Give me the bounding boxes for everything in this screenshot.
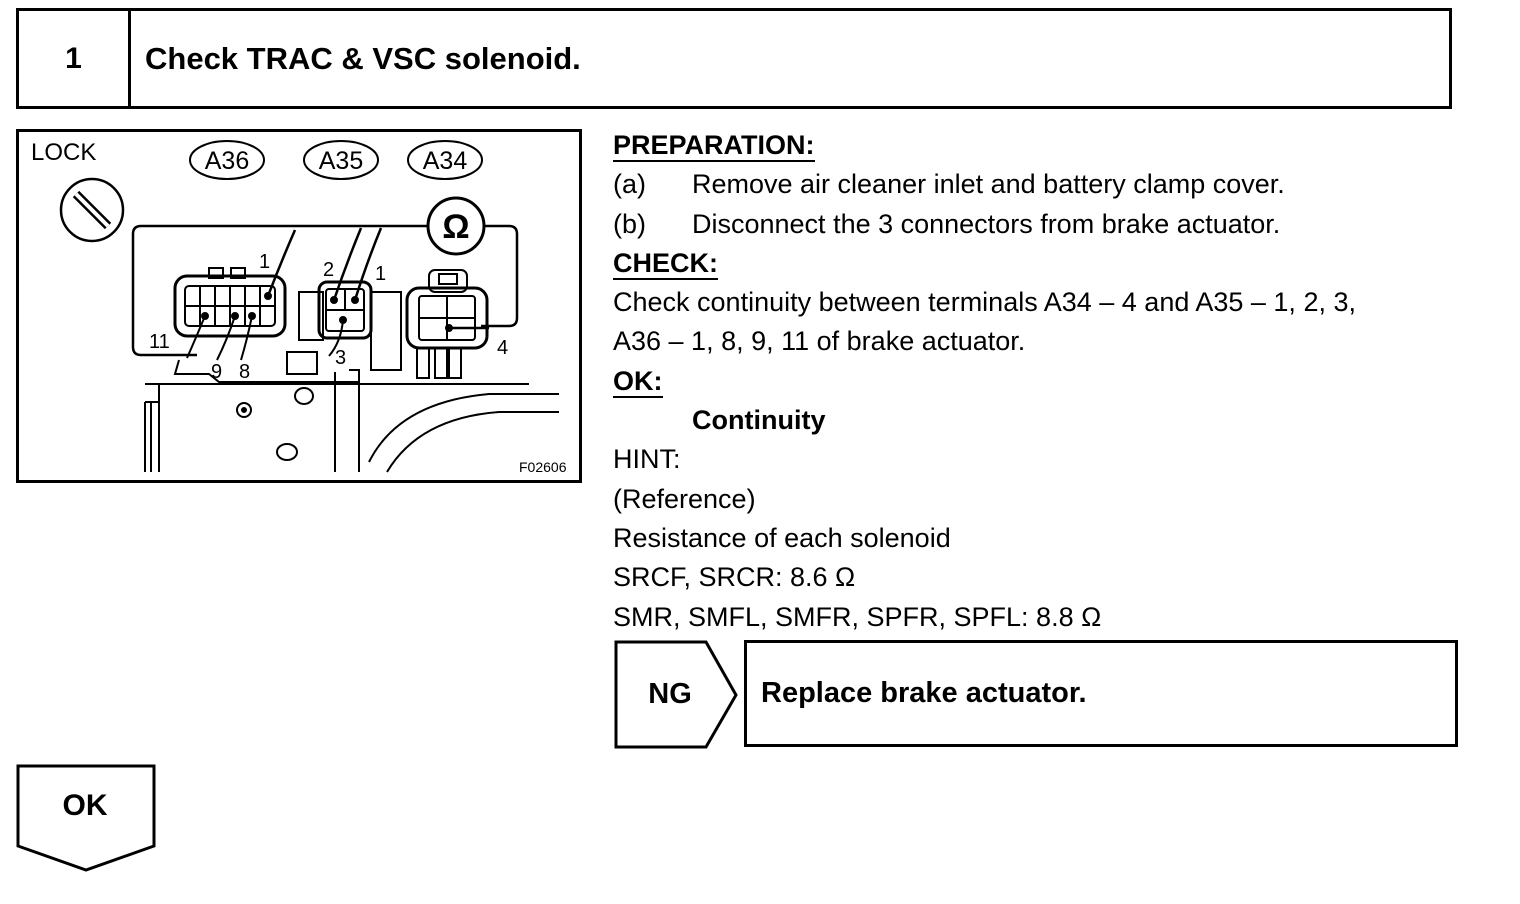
ok-result-label: OK [62, 789, 108, 822]
hint-line: SMR, SMFL, SMFR, SPFR, SPFL: 8.8 Ω [613, 601, 1102, 632]
ng-label: NG [648, 677, 692, 710]
ng-arrow-icon [614, 640, 738, 749]
ohmmeter-icon: Ω [426, 196, 486, 256]
step-number: 1 [19, 11, 131, 106]
ok-arrow-icon [16, 764, 156, 872]
instructions: PREPARATION: (a)Remove air cleaner inlet… [613, 126, 1493, 637]
connector-label-a36: A36 [189, 140, 265, 180]
pin-label: 2 [323, 259, 334, 281]
figure-code: F02606 [519, 459, 567, 475]
lock-label: LOCK [31, 139, 96, 166]
hint-label: HINT: [613, 444, 681, 475]
check-heading: CHECK: [613, 247, 718, 280]
lock-icon [59, 177, 125, 243]
ok-value: Continuity [692, 405, 826, 436]
preparation-heading: PREPARATION: [613, 130, 815, 162]
connector-label-a34: A34 [407, 140, 483, 180]
pin-label: 9 [211, 361, 222, 383]
svg-text:A36: A36 [205, 147, 249, 175]
pin-label: 1 [259, 251, 270, 273]
connector-a35 [317, 280, 373, 340]
connector-a36 [173, 267, 287, 338]
hint-line: Resistance of each solenoid [613, 522, 951, 553]
prep-step: (a)Remove air cleaner inlet and battery … [613, 169, 1285, 200]
svg-text:A35: A35 [319, 147, 363, 175]
step-header: 1 Check TRAC & VSC solenoid. [16, 8, 1452, 109]
connector-a34 [405, 269, 489, 350]
connector-illustration: LOCK A36 A35 A34 Ω [16, 129, 582, 483]
svg-text:Ω: Ω [442, 208, 469, 246]
pin-label: 3 [335, 347, 346, 369]
prep-step: (b)Disconnect the 3 connectors from brak… [613, 208, 1281, 239]
check-line: A36 – 1, 8, 9, 11 of brake actuator. [613, 326, 1026, 357]
ng-action: Replace brake actuator. [744, 640, 1458, 747]
step-title: Check TRAC & VSC solenoid. [145, 40, 581, 76]
check-line: Check continuity between terminals A34 –… [613, 287, 1356, 318]
pin-label: 1 [375, 263, 386, 285]
connector-label-a35: A35 [303, 140, 379, 180]
pin-label: 11 [149, 331, 170, 353]
ok-heading: OK: [613, 365, 663, 398]
hint-line: (Reference) [613, 483, 756, 514]
pin-label: 4 [497, 337, 508, 359]
svg-text:A34: A34 [423, 147, 468, 175]
pin-label: 8 [239, 361, 250, 383]
hint-line: SRCF, SRCR: 8.6 Ω [613, 562, 856, 593]
